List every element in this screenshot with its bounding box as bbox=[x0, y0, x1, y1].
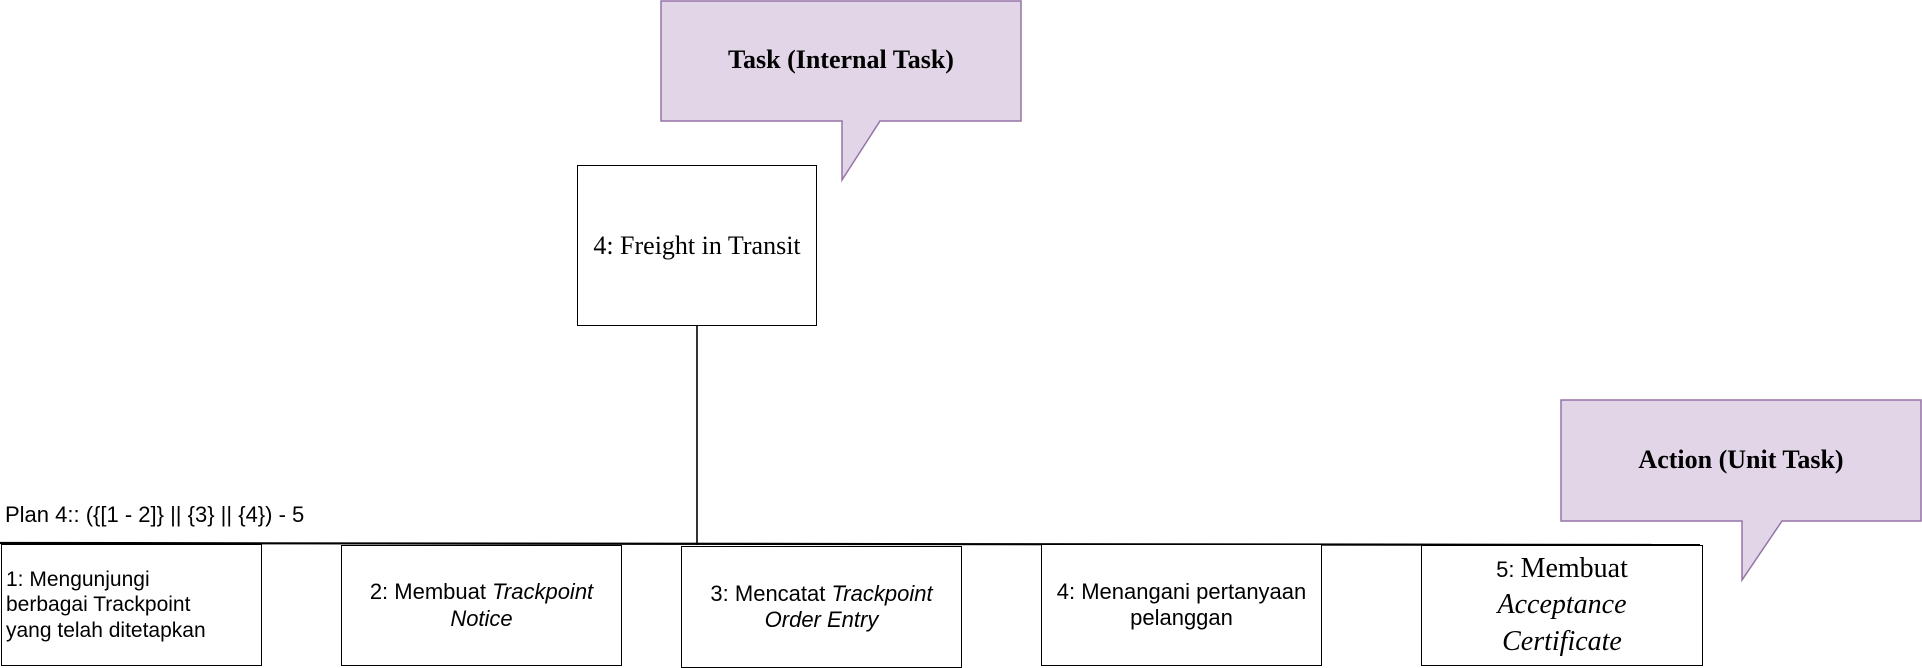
subtask-4-line-1: 4: Menangani pertanyaan bbox=[1056, 578, 1307, 604]
unit-task-callout bbox=[1560, 399, 1922, 583]
subtask-1-line-2: berbagai Trackpoint bbox=[6, 593, 191, 617]
subtask-1-line-3: yang telah ditetapkan bbox=[6, 618, 206, 642]
subtask-box-4: 4: Menangani pertanyaan pelanggan bbox=[1041, 544, 1322, 666]
subtask-5-prefix-num: 5: bbox=[1496, 556, 1521, 582]
subtask-box-5: 5: Membuat Acceptance Certificate bbox=[1421, 545, 1703, 666]
subtask-2-prefix: 2: Membuat bbox=[369, 579, 493, 605]
subtask-3-text: 3: Mencatat Trackpoint Order Entry bbox=[710, 581, 932, 634]
subtask-4-text: 4: Menangani pertanyaan pelanggan bbox=[1057, 579, 1307, 632]
internal-task-callout bbox=[660, 0, 1022, 183]
subtask-3-prefix: 3: Mencatat bbox=[710, 580, 832, 606]
subtask-5-prefix-word: Membuat bbox=[1520, 552, 1628, 584]
subtask-box-2: 2: Membuat Trackpoint Notice bbox=[341, 545, 622, 666]
internal-task-callout-label: Task (Internal Task) bbox=[728, 45, 954, 74]
subtask-3-italic-1: Trackpoint bbox=[831, 580, 933, 606]
subtask-2-text: 2: Membuat Trackpoint Notice bbox=[370, 579, 593, 632]
subtask-box-3: 3: Mencatat Trackpoint Order Entry bbox=[681, 546, 962, 668]
plan-label: Plan 4:: ({[1 - 2]} || {3} || {4}) - 5 bbox=[5, 502, 305, 527]
subtask-4-line-2: pelanggan bbox=[1130, 605, 1233, 630]
parent-task-box: 4: Freight in Transit bbox=[577, 165, 817, 326]
subtask-2-italic-1: Trackpoint bbox=[492, 579, 594, 605]
subtask-2-italic-2: Notice bbox=[450, 605, 513, 631]
subtask-3-italic-2: Order Entry bbox=[764, 607, 879, 632]
subtask-1-line-1: 1: Mengunjungi bbox=[6, 568, 150, 592]
plan-bar-line bbox=[0, 541, 1701, 547]
subtask-5-text: 5: Membuat Acceptance Certificate bbox=[1496, 551, 1628, 660]
subtask-5-italic-2: Certificate bbox=[1502, 625, 1622, 657]
subtask-5-italic-1: Acceptance bbox=[1497, 589, 1627, 621]
subtask-1-text: 1: Mengunjungi berbagai Trackpoint yang … bbox=[6, 567, 206, 643]
parent-task-label: 4: Freight in Transit bbox=[593, 230, 801, 260]
unit-task-callout-label: Action (Unit Task) bbox=[1638, 445, 1844, 474]
subtask-box-1: 1: Mengunjungi berbagai Trackpoint yang … bbox=[1, 544, 262, 666]
